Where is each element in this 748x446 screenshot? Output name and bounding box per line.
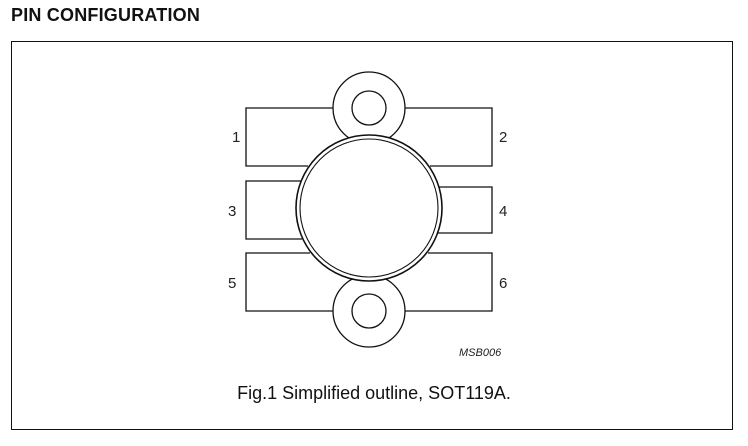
pin-5-label: 5 (228, 275, 236, 292)
body-outer-circle (295, 134, 443, 282)
pin-2-label: 2 (499, 129, 507, 146)
section-title: PIN CONFIGURATION (11, 5, 201, 25)
pin-6-label: 6 (499, 275, 507, 292)
pin-4-label: 4 (499, 203, 507, 220)
bottom-mounting-hole (351, 293, 387, 329)
top-mounting-ring-outer (332, 71, 406, 145)
figure-frame (11, 41, 733, 430)
bottom-mounting-ring-outer (332, 274, 406, 348)
pin-4-lead (438, 186, 493, 234)
pin-1-label: 1 (232, 129, 240, 146)
pin-6-lead (405, 252, 493, 312)
top-mounting-hole (351, 90, 387, 126)
pin-2-lead (398, 107, 493, 167)
figure-caption: Fig.1 Simplified outline, SOT119A. (237, 383, 511, 403)
drawing-code-label: MSB006 (459, 347, 502, 359)
body-inner-circle (299, 138, 439, 278)
pin-3-lead (245, 180, 302, 240)
pin-5-lead (245, 252, 333, 312)
pin-1-lead (245, 107, 340, 167)
pin-3-label: 3 (228, 203, 236, 220)
